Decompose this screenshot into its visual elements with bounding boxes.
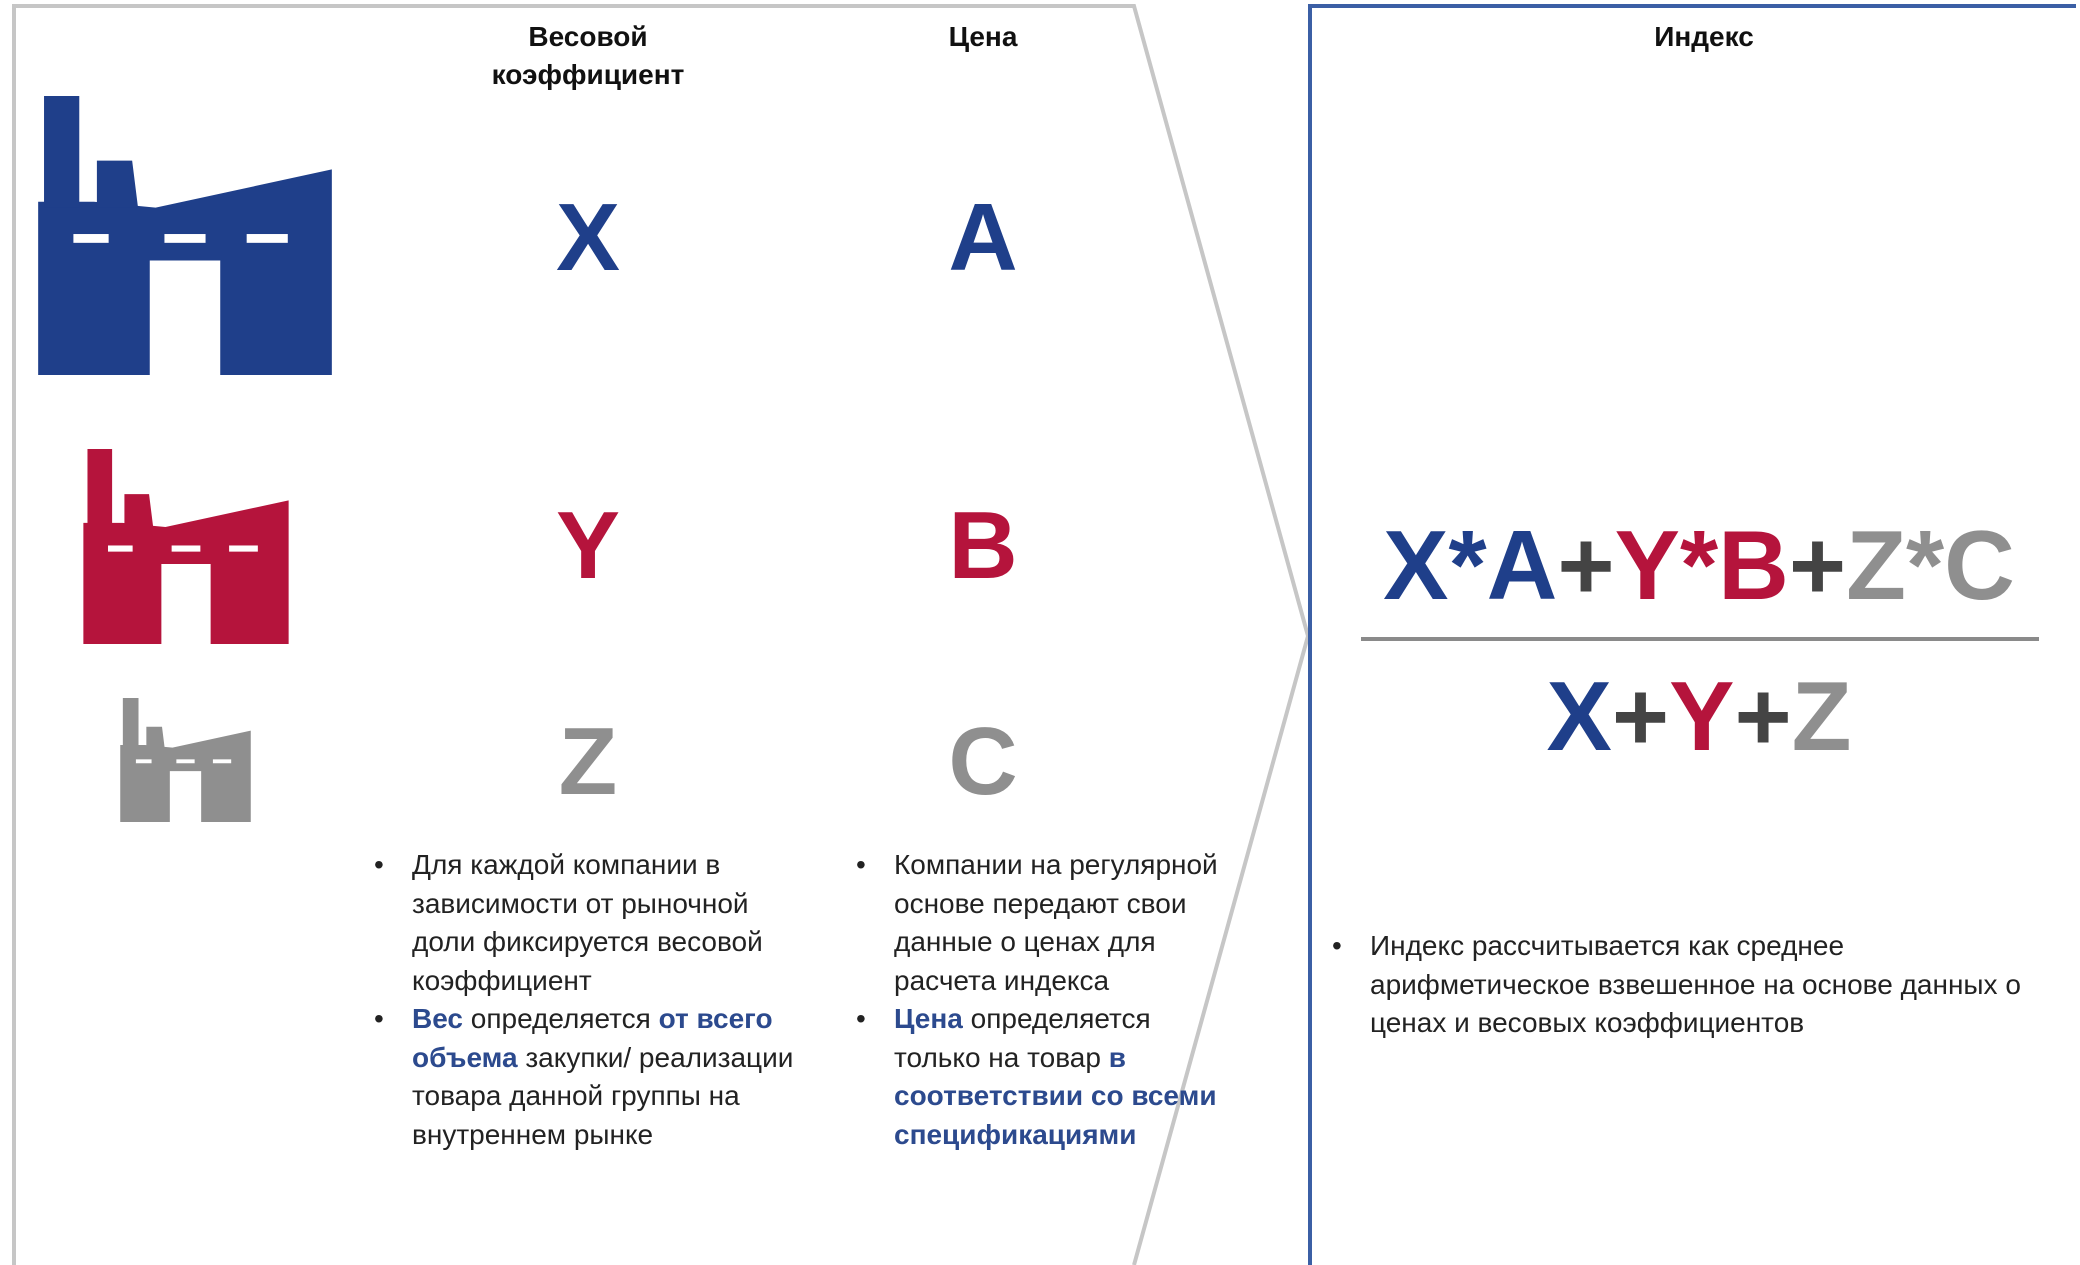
price-letter-b: B <box>948 492 1018 599</box>
numerator-token: A <box>1486 510 1558 620</box>
note-text: Индекс рассчитывается как среднее арифме… <box>1370 930 2021 1038</box>
numerator-token: + <box>1788 510 1847 620</box>
price-letter-c: C <box>948 708 1018 815</box>
weight-letter-x: X <box>555 184 621 291</box>
highlight-text: Вес <box>412 1003 463 1034</box>
numerator-token: * <box>1679 510 1719 620</box>
highlight-text: от всего объема <box>412 1003 773 1073</box>
price-note-bullet: Компании на регулярной основе передают с… <box>856 846 1236 1000</box>
index-note-bullet: Индекс рассчитывается как среднее арифме… <box>1332 927 2062 1043</box>
weight-note-bullet: Для каждой компании в зависимости от рын… <box>374 846 804 1000</box>
numerator-token: B <box>1718 510 1789 620</box>
numerator-token: Z <box>1846 510 1906 620</box>
factory-icon-large <box>38 96 332 375</box>
formula-denominator: X+Y+Z <box>1309 666 2080 766</box>
formula-numerator: X*A+Y*B+Z*C <box>1309 515 2080 615</box>
denominator-token: + <box>1734 661 1792 771</box>
weight-letter-y: Y <box>555 492 621 599</box>
index-column-header: Индекс <box>1654 21 1754 52</box>
highlight-text: в соответствии со всеми спецификациями <box>894 1041 1217 1150</box>
numerator-token: + <box>1557 510 1615 620</box>
denominator-token: Z <box>1791 661 1852 771</box>
numerator-token: X <box>1383 510 1449 620</box>
numerator-token: C <box>1944 510 2015 620</box>
price-column-header: Цена <box>948 21 1018 52</box>
denominator-token: Y <box>1669 661 1735 771</box>
index-box-outline <box>1308 4 2076 1265</box>
weight-letter-z: Z <box>558 708 618 815</box>
note-text: определяется только на товар <box>894 1003 1151 1073</box>
weight-notes-list: Для каждой компании в зависимости от рын… <box>374 846 804 1154</box>
price-letter-a: A <box>948 184 1018 291</box>
chevron-outline <box>12 3 1311 1265</box>
index-notes-list: Индекс рассчитывается как среднее арифме… <box>1332 927 2062 1043</box>
note-text: Компании на регулярной основе передают с… <box>894 849 1218 996</box>
weight-note-bullet: Вес определяется от всего объема закупки… <box>374 1000 804 1154</box>
note-text: закупки/ реализации товара данной группы… <box>412 1041 794 1150</box>
price-notes-list: Компании на регулярной основе передают с… <box>856 846 1236 1154</box>
denominator-token: X <box>1546 661 1612 771</box>
numerator-token: Y <box>1614 510 1680 620</box>
note-text: определяется <box>463 1003 659 1034</box>
numerator-token: * <box>1906 510 1945 620</box>
highlight-text: Цена <box>894 1003 963 1034</box>
note-text: Для каждой компании в зависимости от рын… <box>412 849 763 996</box>
factory-icon-small <box>120 698 251 822</box>
price-note-bullet: Цена определяется только на товар в соот… <box>856 1000 1236 1154</box>
factory-icon-medium <box>83 449 289 644</box>
weight-column-header: Весовой коэффициент <box>491 21 685 90</box>
formula-fraction-line <box>1361 637 2039 641</box>
denominator-token: + <box>1611 661 1670 771</box>
numerator-token: * <box>1448 510 1487 620</box>
